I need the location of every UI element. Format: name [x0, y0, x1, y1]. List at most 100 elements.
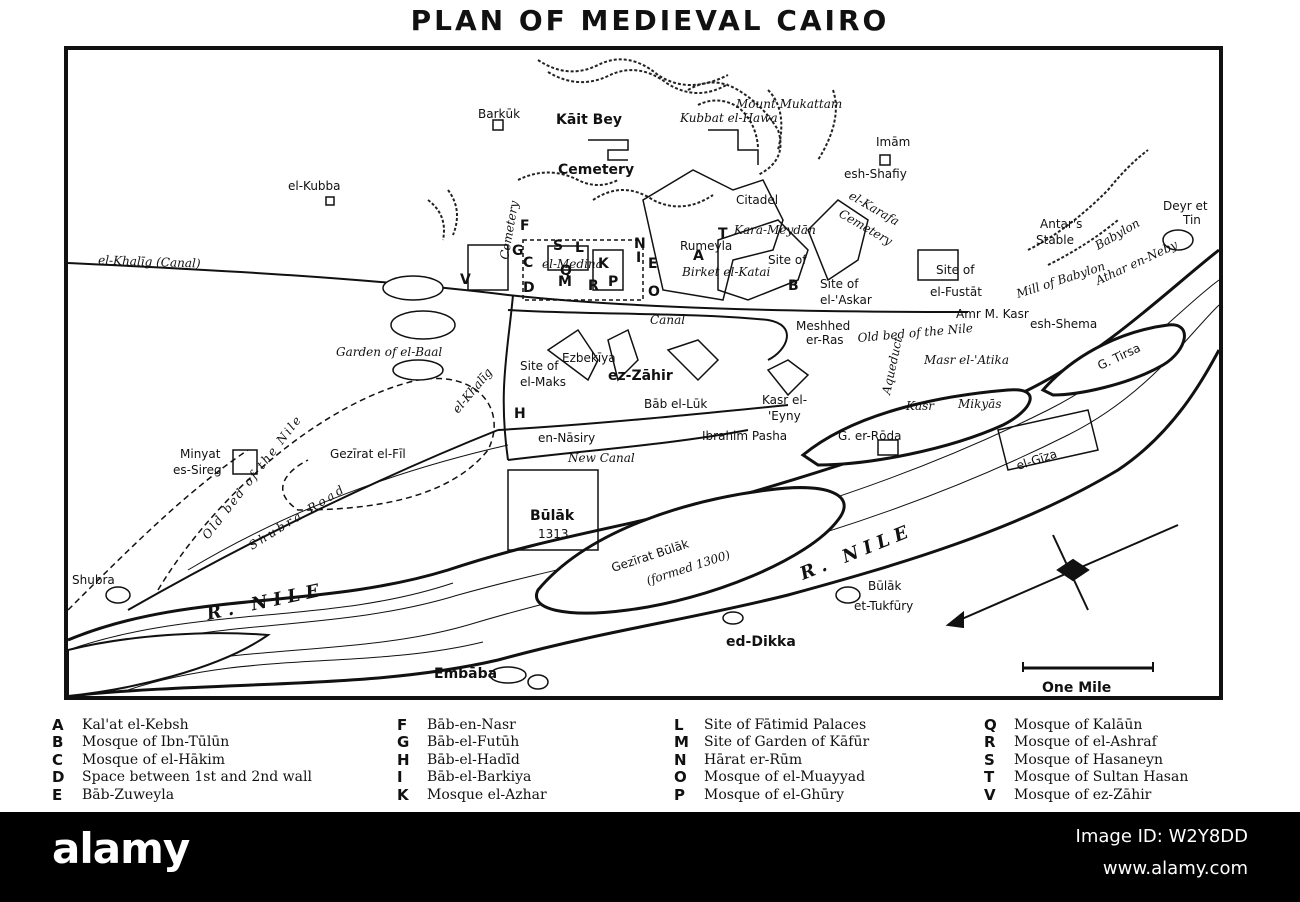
map-letter-o: O: [648, 284, 660, 300]
label-r-nile-left: R. NILE: [204, 579, 327, 625]
legend-text: Mosque of el-Hākim: [82, 751, 226, 768]
map-letter-a: A: [693, 248, 704, 264]
label-shubra: Shubra: [72, 573, 115, 587]
label-kubbat: Kubbat el-Hawa: [679, 111, 778, 125]
label-minyat-2: es-Sireg: [173, 463, 222, 477]
island-embaba-left: [68, 632, 271, 696]
label-garden-el-baal: Garden of el-Baal: [336, 345, 442, 359]
label-mill-of-babylon: Mill of Babylon: [1014, 259, 1107, 301]
legend-key: L: [674, 715, 684, 734]
legend-key: I: [397, 768, 403, 787]
label-el-fustat: el-Fustāt: [930, 285, 982, 299]
map-letter-q: Q: [560, 263, 572, 279]
label-el-kubba: el-Kubba: [288, 179, 341, 193]
map-letter-v: V: [460, 272, 471, 288]
legend-key: O: [674, 768, 687, 787]
map-letter-c: C: [523, 255, 533, 271]
legend-key: G: [397, 733, 410, 752]
legend-key: E: [52, 785, 63, 804]
legend-entry: V Mosque of ez-Zāhir: [984, 786, 1188, 804]
label-shubra-road: Shubra Road: [246, 481, 349, 552]
island-g-tirsa: [1040, 323, 1186, 397]
legend-entry: C Mosque of el-Hākim: [52, 751, 312, 769]
legend-text: Bāb-el-Hadīd: [427, 751, 520, 768]
legend-text: Mosque of Sultan Hasan: [1014, 769, 1189, 786]
legend-entry: A Kal'at el-Kebsh: [52, 716, 312, 734]
label-amr-kasr: Amr M. Kasr: [956, 307, 1029, 321]
label-imam: Imām: [876, 135, 910, 149]
legend-key: S: [984, 750, 995, 769]
map-letter-g: G: [512, 243, 524, 259]
legend-key: V: [984, 785, 996, 804]
legend-text: Kal'at el-Kebsh: [82, 716, 189, 733]
label-antars-1: Antar's: [1040, 217, 1082, 231]
label-el-khalig-small: el-Khalīg: [450, 365, 496, 416]
legend-text: Mosque of el-Ashraf: [1014, 734, 1157, 751]
label-g-er-roda: G. er-Rōda: [838, 429, 901, 443]
legend-text: Mosque of ez-Zāhir: [1014, 786, 1152, 803]
label-minyat-1: Minyat: [180, 447, 221, 461]
label-new-canal: New Canal: [567, 451, 635, 465]
legend-key: F: [397, 715, 408, 734]
legend-text: Space between 1st and 2nd wall: [82, 769, 312, 786]
label-birket: Birket el-Katai: [681, 265, 770, 279]
label-kasr-el-eyny-2: 'Eyny: [768, 409, 801, 423]
legend-entry: M Site of Garden of Kāfūr: [674, 733, 870, 752]
legend-entry: K Mosque el-Azhar: [397, 786, 547, 804]
legend-key: M: [674, 733, 689, 752]
watermark-url: www.alamy.com: [1102, 858, 1248, 879]
legend-entry: G Bāb-el-Futūh: [397, 733, 547, 752]
label-rumeyla: Rumeyla: [680, 239, 732, 253]
label-bulak: Būlāk: [530, 508, 575, 524]
legend-text: Mosque of Ibn-Tūlūn: [82, 734, 230, 751]
label-bulak-tukfury-1: Būlāk: [868, 579, 902, 593]
label-esh-shafiy: esh-Shafiy: [844, 167, 907, 181]
map-letter-r: R: [588, 278, 599, 294]
watermark-logo: alamy: [52, 824, 190, 873]
label-kara-meydan: Kara-Meydān: [733, 223, 816, 237]
legend-text: Mosque of el-Muayyad: [704, 769, 866, 786]
legend-key: A: [52, 715, 64, 734]
legend-text: Mosque of Hasaneyn: [1014, 751, 1164, 768]
map-letter-k: K: [598, 256, 610, 272]
legend-text: Mosque el-Azhar: [427, 786, 547, 803]
label-mikyas: Mikyās: [957, 397, 1002, 411]
map-frame: Mount Mukattam Kubbat el-Hawa Barkūk Kāi…: [64, 46, 1223, 700]
hills: [427, 58, 1149, 266]
label-kasr: Kasr: [905, 399, 935, 413]
label-el-askar: el-'Askar: [820, 293, 872, 307]
legend-key: Q: [984, 715, 997, 734]
island-gezirat-bulak: [535, 486, 846, 615]
legend-text: Site of Garden of Kāfūr: [704, 734, 870, 751]
map-letter-n: N: [634, 236, 646, 252]
map-letter-b: B: [788, 278, 799, 294]
legend-text: Bāb-el-Futūh: [427, 734, 520, 751]
map-letter-m: M: [558, 274, 572, 290]
legend-key: R: [984, 733, 996, 752]
label-deyr-et-tin-2: Tin: [1182, 213, 1201, 227]
legend-key: P: [674, 785, 685, 804]
label-el-maks: el-Maks: [520, 375, 566, 389]
map-letter-p: P: [608, 274, 618, 290]
label-cemetery-kait-bey: Cemetery: [558, 162, 634, 178]
map-letter-l: L: [575, 240, 584, 256]
legend-key: C: [52, 750, 64, 769]
scale-bar: [1022, 662, 1154, 672]
legend-key: K: [397, 785, 409, 804]
label-old-bed-nile-right: Old bed of the Nile: [857, 321, 973, 345]
label-meshhed: Meshhed: [796, 319, 850, 333]
watermark-image-id: Image ID: W2Y8DD: [1075, 826, 1248, 847]
label-esh-shema: esh-Shema: [1030, 317, 1097, 331]
label-ed-dikka: ed-Dikka: [726, 634, 796, 650]
label-el-medina: el-Medina: [542, 257, 603, 271]
island-g-er-roda: [800, 388, 1032, 467]
